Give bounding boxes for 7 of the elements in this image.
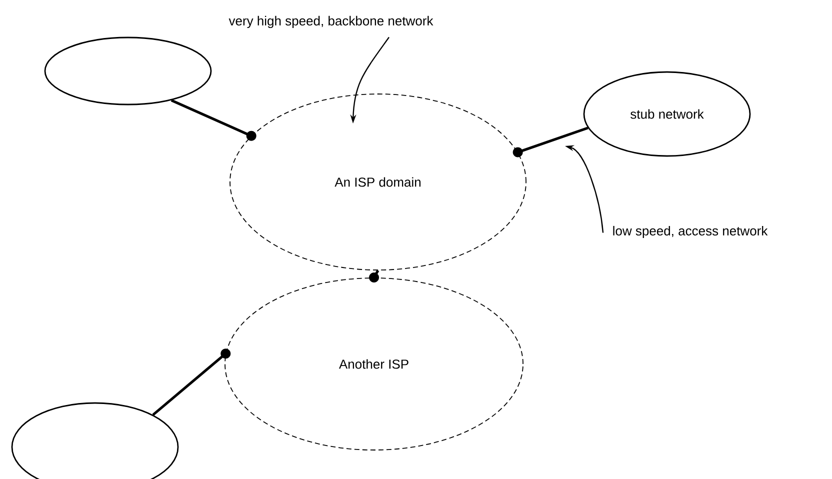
annotation-text: low speed, access network xyxy=(613,226,768,238)
network-ellipse xyxy=(44,36,212,106)
link-line xyxy=(170,99,256,141)
annotation-text: very high speed, backbone network xyxy=(228,16,434,28)
link-line xyxy=(512,126,588,158)
link-line xyxy=(369,270,380,283)
link-line xyxy=(152,348,231,416)
